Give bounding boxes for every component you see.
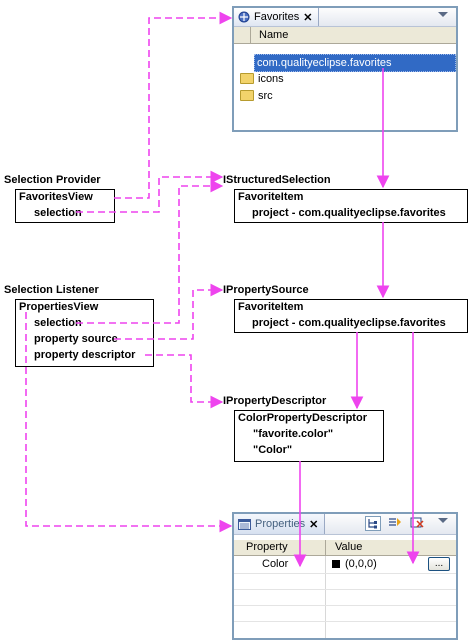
show-categories-icon[interactable] xyxy=(365,516,381,531)
properties-tab-bar: Properties ✕ xyxy=(234,514,456,535)
property-descriptor-box: ColorPropertyDescriptor "favorite.color"… xyxy=(234,410,384,462)
provider-heading: Selection Provider xyxy=(4,174,101,186)
property-column-header[interactable]: Property xyxy=(246,541,288,553)
folder-icon xyxy=(240,72,254,84)
property-descriptor-title: ColorPropertyDescriptor xyxy=(238,412,367,424)
provider-box-item: selection xyxy=(34,207,82,219)
favorites-view: Favorites ✕ Name com.qualityeclipse.favo… xyxy=(232,6,458,132)
listener-item-property-descriptor: property descriptor xyxy=(34,349,136,361)
provider-box-title: FavoritesView xyxy=(19,191,93,203)
structured-selection-box: FavoriteItem project - com.qualityeclips… xyxy=(234,189,468,223)
property-name-cell: Color xyxy=(262,558,289,570)
listener-item-selection: selection xyxy=(34,317,82,329)
connector-property-descriptor-to-ipropertydescriptor xyxy=(145,354,224,409)
value-column-header[interactable]: Value xyxy=(335,541,363,553)
close-icon[interactable]: ✕ xyxy=(303,11,313,24)
properties-table-header: Property Value xyxy=(234,540,456,556)
favorites-tab-bar: Favorites ✕ xyxy=(234,8,456,27)
listener-box: PropertiesView selection property source… xyxy=(15,299,154,367)
property-source-box: FavoriteItem project - com.qualityeclips… xyxy=(234,299,468,333)
structured-selection-title: FavoriteItem xyxy=(238,191,304,203)
tree-item-src[interactable]: src xyxy=(240,88,273,104)
structured-selection-detail: project - com.qualityeclipse.favorites xyxy=(252,207,446,219)
connector-propertiesview-to-properties-view xyxy=(25,312,233,533)
view-menu-icon[interactable] xyxy=(438,12,448,17)
favorites-tab[interactable]: Favorites ✕ xyxy=(234,8,320,26)
properties-tab-title: Properties xyxy=(255,518,306,530)
color-picker-button[interactable]: ... xyxy=(428,557,450,571)
property-source-title: FavoriteItem xyxy=(238,301,304,313)
properties-view: Properties ✕ Property Value Color (0,0,0… xyxy=(232,512,458,640)
listener-box-title: PropertiesView xyxy=(19,301,99,313)
folder-icon xyxy=(240,89,254,101)
property-descriptor-id: "favorite.color" xyxy=(253,428,334,440)
connector-property-source-to-ipropertysource xyxy=(114,283,224,340)
property-descriptor-display-name: "Color" xyxy=(253,444,293,456)
properties-icon xyxy=(238,518,251,530)
listener-item-property-source: property source xyxy=(34,333,118,345)
favorites-icon xyxy=(238,11,250,23)
connector-listener-selection-to-structured-selection xyxy=(76,179,224,324)
listener-heading: Selection Listener xyxy=(4,284,99,296)
property-source-detail: project - com.qualityeclipse.favorites xyxy=(252,317,446,329)
color-swatch-icon xyxy=(332,560,340,568)
structured-selection-heading: IStructuredSelection xyxy=(223,174,331,186)
restore-default-icon[interactable] xyxy=(410,516,424,529)
view-menu-icon[interactable] xyxy=(438,518,448,523)
name-column-header[interactable]: Name xyxy=(234,27,456,44)
property-value-cell: (0,0,0) xyxy=(345,558,377,570)
provider-box: FavoritesView selection xyxy=(15,189,115,223)
connector-provider-to-favorites-view xyxy=(114,11,233,199)
favorites-tab-title: Favorites xyxy=(254,11,300,23)
show-advanced-icon[interactable] xyxy=(388,516,402,529)
tree-item-project[interactable]: com.qualityeclipse.favorites xyxy=(254,54,456,72)
property-descriptor-heading: IPropertyDescriptor xyxy=(223,395,327,407)
tree-item-icons[interactable]: icons xyxy=(240,71,284,87)
property-source-heading: IPropertySource xyxy=(223,284,309,296)
property-row-color[interactable]: Color (0,0,0) ... xyxy=(234,556,456,573)
close-icon[interactable]: ✕ xyxy=(309,518,319,531)
properties-tab[interactable]: Properties ✕ xyxy=(234,514,326,534)
connector-selection-to-structured-selection xyxy=(76,170,224,213)
